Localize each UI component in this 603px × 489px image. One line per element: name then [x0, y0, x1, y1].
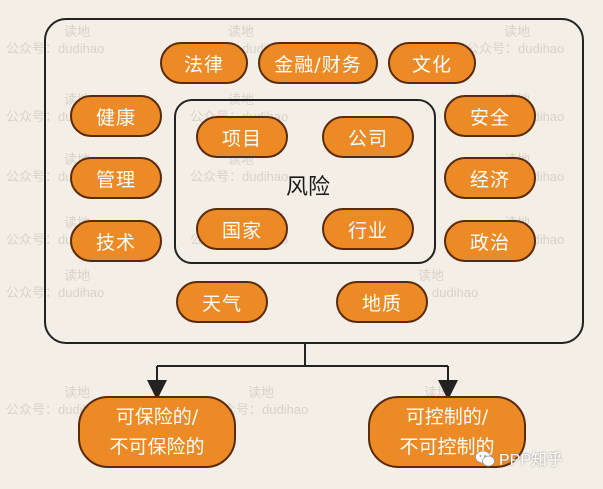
- outcome-line: 可控制的/: [405, 406, 489, 428]
- factor-management: 管理: [70, 157, 162, 199]
- factor-law: 法律: [160, 42, 248, 84]
- inner-industry: 行业: [322, 208, 414, 250]
- factor-safety: 安全: [444, 95, 536, 137]
- risk-factors-frame: [44, 18, 584, 344]
- factor-weather: 天气: [176, 281, 268, 323]
- factor-geology: 地质: [336, 281, 428, 323]
- center-risk-label: 风险: [285, 175, 330, 200]
- factor-health: 健康: [70, 95, 162, 137]
- outcome-line: 不可保险的: [109, 436, 205, 458]
- factor-technology: 技术: [70, 220, 162, 262]
- outcome-line: 不可控制的: [399, 436, 495, 458]
- inner-country: 国家: [196, 208, 288, 250]
- factor-economy: 经济: [444, 157, 536, 199]
- factor-politics: 政治: [444, 220, 536, 262]
- wechat-icon: [475, 450, 495, 466]
- inner-company: 公司: [322, 116, 414, 158]
- inner-project: 项目: [196, 116, 288, 158]
- core-risk-frame: [174, 99, 436, 264]
- outcome-line: 可保险的/: [115, 406, 199, 428]
- brand-text: PPP知乎: [499, 452, 564, 469]
- factor-culture: 文化: [388, 42, 476, 84]
- factor-finance: 金融/财务: [258, 42, 378, 84]
- brand-mark: PPP知乎: [475, 446, 563, 470]
- outcome-controllable: 可控制的/ 不可控制的: [368, 396, 526, 468]
- outcome-insurable: 可保险的/ 不可保险的: [78, 396, 236, 468]
